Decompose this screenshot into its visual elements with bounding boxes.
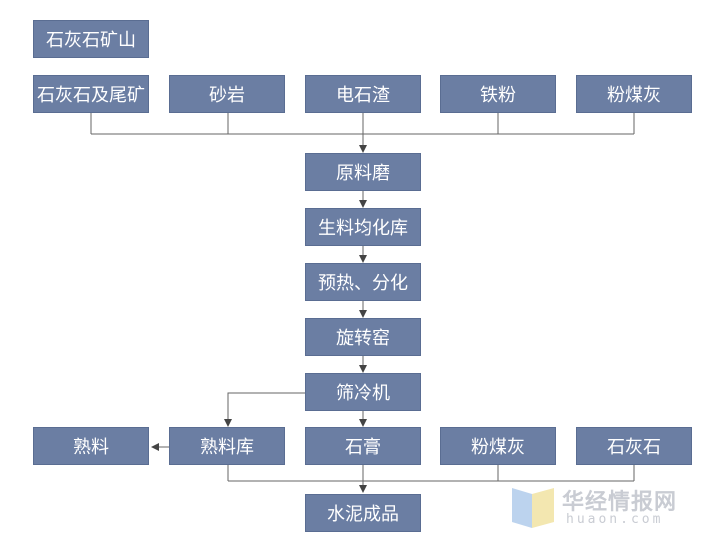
node-clinker: 熟料 [33, 427, 149, 465]
node-cooler: 筛冷机 [305, 373, 421, 411]
node-preheat: 预热、分化 [305, 263, 421, 301]
node-quarry: 石灰石矿山 [33, 20, 149, 58]
node-carbide-slag: 电石渣 [305, 75, 421, 113]
node-gypsum: 石膏 [305, 427, 421, 465]
node-fly-ash-bottom: 粉煤灰 [440, 427, 556, 465]
node-raw-mill: 原料磨 [305, 153, 421, 191]
node-fly-ash-top: 粉煤灰 [576, 75, 692, 113]
node-kiln: 旋转窑 [305, 318, 421, 356]
node-clinker-silo: 熟料库 [169, 427, 285, 465]
node-raw-meal-silo: 生料均化库 [305, 208, 421, 246]
node-limestone-tailings: 石灰石及尾矿 [33, 75, 149, 113]
watermark: 华经情报网 huaon.com [510, 482, 700, 532]
node-sandstone: 砂岩 [169, 75, 285, 113]
node-limestone: 石灰石 [576, 427, 692, 465]
watermark-logo-icon [512, 488, 554, 528]
watermark-cn: 华经情报网 [562, 490, 678, 515]
node-cement: 水泥成品 [305, 494, 421, 532]
node-iron-powder: 铁粉 [440, 75, 556, 113]
watermark-en: huaon.com [566, 512, 664, 527]
